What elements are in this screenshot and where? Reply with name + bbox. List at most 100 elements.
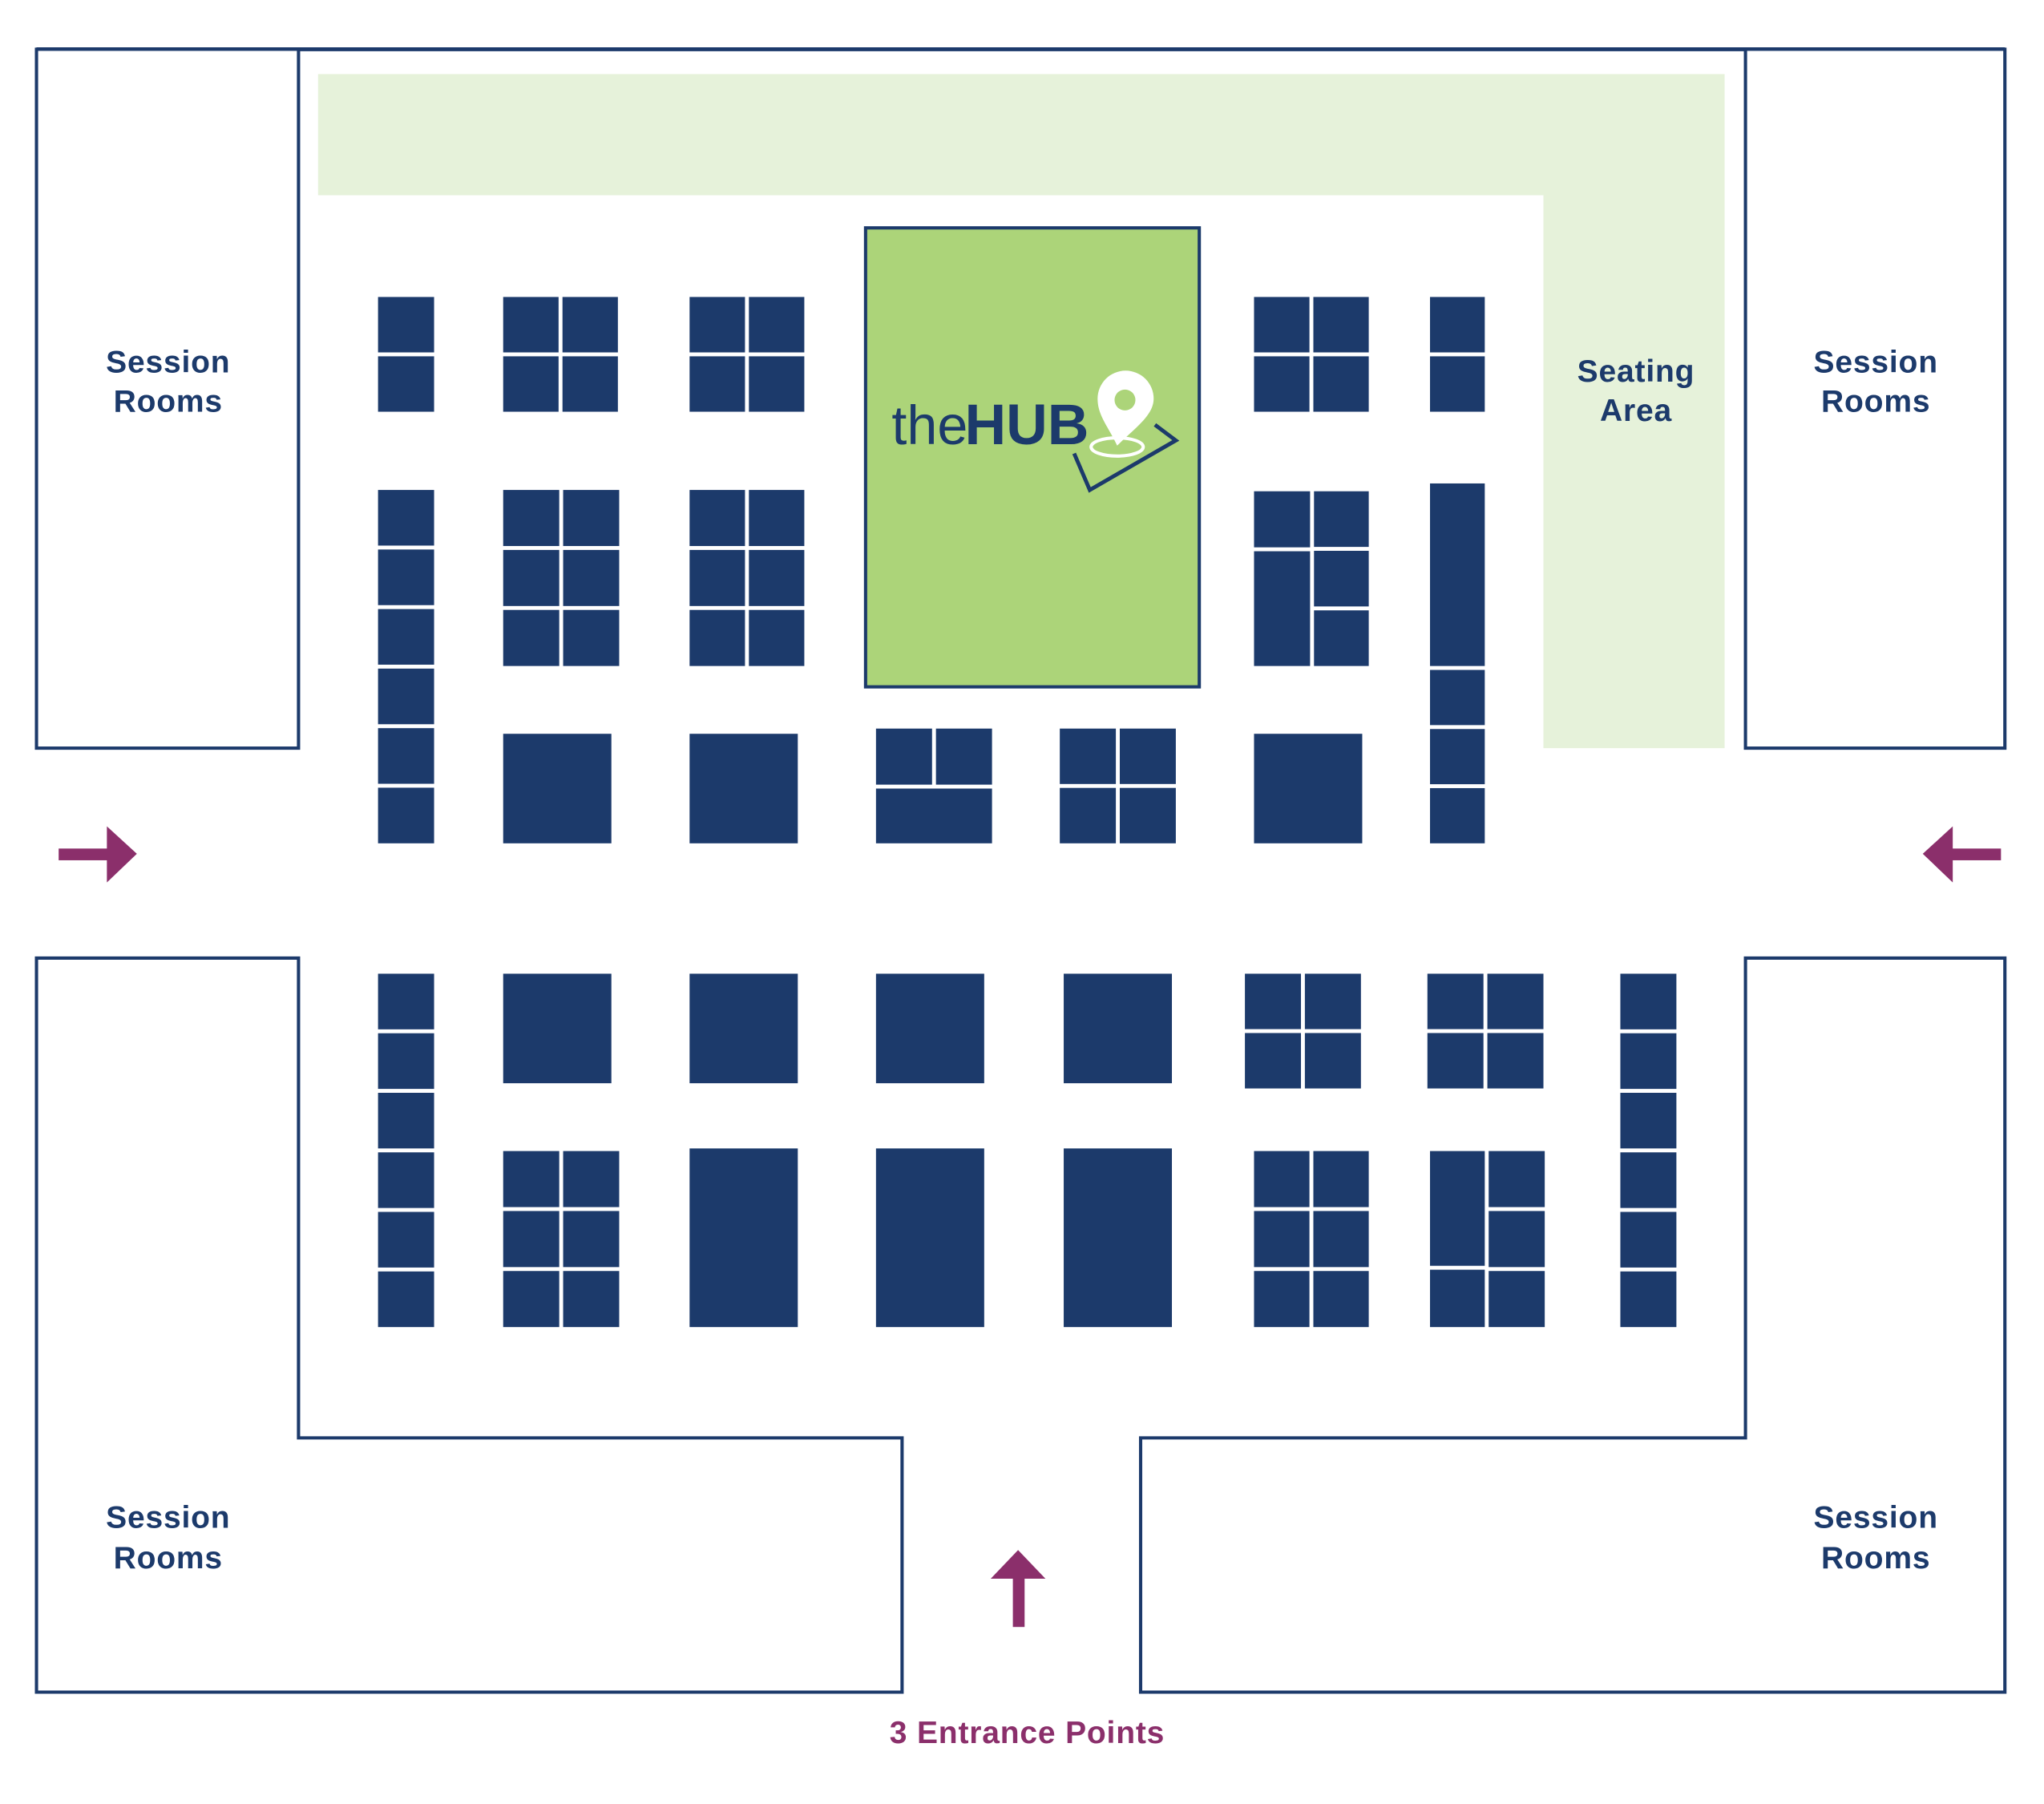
booth[interactable]	[1620, 1033, 1677, 1090]
booth[interactable]	[503, 490, 559, 547]
booth[interactable]	[503, 297, 559, 353]
booth[interactable]	[689, 490, 745, 547]
booth[interactable]	[563, 1151, 620, 1207]
booth[interactable]	[1313, 356, 1369, 412]
booth[interactable]	[1489, 1151, 1545, 1207]
booth[interactable]	[1427, 1033, 1484, 1089]
booth[interactable]	[1313, 1151, 1369, 1207]
booth[interactable]	[503, 356, 559, 412]
booth[interactable]	[503, 1211, 559, 1268]
booth[interactable]	[1620, 1211, 1677, 1268]
booth[interactable]	[689, 356, 745, 412]
booth[interactable]	[1313, 297, 1369, 353]
booth[interactable]	[1060, 787, 1117, 843]
booth[interactable]	[1304, 1033, 1361, 1089]
booth[interactable]	[1314, 491, 1369, 548]
booth[interactable]	[935, 728, 992, 785]
booth[interactable]	[378, 1271, 434, 1328]
booth[interactable]	[1254, 1151, 1310, 1207]
booth[interactable]	[1254, 356, 1310, 412]
booth[interactable]	[1254, 491, 1311, 548]
booth[interactable]	[1430, 483, 1485, 666]
booth[interactable]	[875, 788, 992, 843]
booth[interactable]	[689, 297, 745, 353]
booth[interactable]	[1064, 1148, 1173, 1328]
booth[interactable]	[1254, 1211, 1310, 1268]
booth[interactable]	[1254, 734, 1363, 843]
booth[interactable]	[1430, 787, 1485, 843]
booth[interactable]	[563, 609, 620, 666]
booth[interactable]	[1430, 297, 1485, 353]
booth[interactable]	[503, 1271, 559, 1328]
booth[interactable]	[1427, 973, 1484, 1029]
booth[interactable]	[503, 1151, 559, 1207]
booth[interactable]	[1620, 1271, 1677, 1328]
booth[interactable]	[562, 297, 618, 353]
booth[interactable]	[689, 1148, 798, 1328]
booth[interactable]	[378, 1211, 434, 1268]
booth[interactable]	[378, 973, 434, 1029]
booth[interactable]	[563, 549, 620, 606]
booth[interactable]	[1620, 973, 1677, 1029]
booth[interactable]	[378, 787, 434, 843]
booth[interactable]	[1620, 1152, 1677, 1208]
booth[interactable]	[689, 973, 798, 1084]
booth[interactable]	[1487, 1033, 1544, 1089]
booth[interactable]	[749, 356, 805, 412]
booth[interactable]	[1245, 1033, 1302, 1089]
session-rooms-bottom-left[interactable]	[34, 956, 904, 1694]
booth[interactable]	[378, 728, 434, 784]
booth[interactable]	[689, 609, 745, 666]
booth[interactable]	[1119, 787, 1176, 843]
session-rooms-top-right[interactable]	[1743, 47, 2007, 750]
booth[interactable]	[749, 297, 805, 353]
booth[interactable]	[749, 490, 805, 547]
booth[interactable]	[1119, 728, 1176, 784]
booth[interactable]	[563, 1271, 620, 1328]
booth[interactable]	[378, 1033, 434, 1090]
booth[interactable]	[689, 734, 798, 843]
booth[interactable]	[1430, 1269, 1485, 1328]
booth[interactable]	[1254, 1271, 1310, 1328]
seating-area[interactable]	[317, 74, 1725, 749]
booth[interactable]	[1254, 297, 1310, 353]
booth[interactable]	[1430, 1151, 1485, 1266]
booth[interactable]	[378, 356, 434, 412]
booth[interactable]	[875, 973, 984, 1084]
booth[interactable]	[378, 1092, 434, 1149]
booth[interactable]	[1489, 1211, 1545, 1268]
booth[interactable]	[689, 549, 745, 606]
booth[interactable]	[875, 1148, 984, 1328]
booth[interactable]	[749, 549, 805, 606]
booth[interactable]	[503, 549, 559, 606]
booth[interactable]	[1620, 1092, 1677, 1149]
booth[interactable]	[1304, 973, 1361, 1029]
booth[interactable]	[378, 549, 434, 605]
booth[interactable]	[503, 973, 612, 1084]
session-rooms-bottom-right[interactable]	[1138, 956, 2007, 1694]
booth[interactable]	[1314, 550, 1369, 607]
booth[interactable]	[503, 734, 612, 843]
booth[interactable]	[378, 1152, 434, 1208]
booth[interactable]	[563, 490, 620, 547]
booth[interactable]	[562, 356, 618, 412]
booth[interactable]	[563, 1211, 620, 1268]
booth[interactable]	[1064, 973, 1173, 1084]
booth[interactable]	[749, 609, 805, 666]
booth[interactable]	[503, 609, 559, 666]
booth[interactable]	[1313, 1271, 1369, 1328]
booth[interactable]	[1313, 1211, 1369, 1268]
booth[interactable]	[1487, 973, 1544, 1029]
booth[interactable]	[378, 609, 434, 665]
booth[interactable]	[1254, 551, 1311, 666]
booth[interactable]	[378, 297, 434, 353]
booth[interactable]	[1430, 356, 1485, 412]
booth[interactable]	[1314, 610, 1369, 666]
booth[interactable]	[1060, 728, 1117, 784]
booth[interactable]	[378, 490, 434, 546]
booth[interactable]	[1245, 973, 1302, 1029]
booth[interactable]	[1489, 1271, 1545, 1328]
session-rooms-top-left[interactable]	[34, 47, 301, 750]
booth[interactable]	[378, 668, 434, 725]
booth[interactable]	[875, 728, 932, 785]
